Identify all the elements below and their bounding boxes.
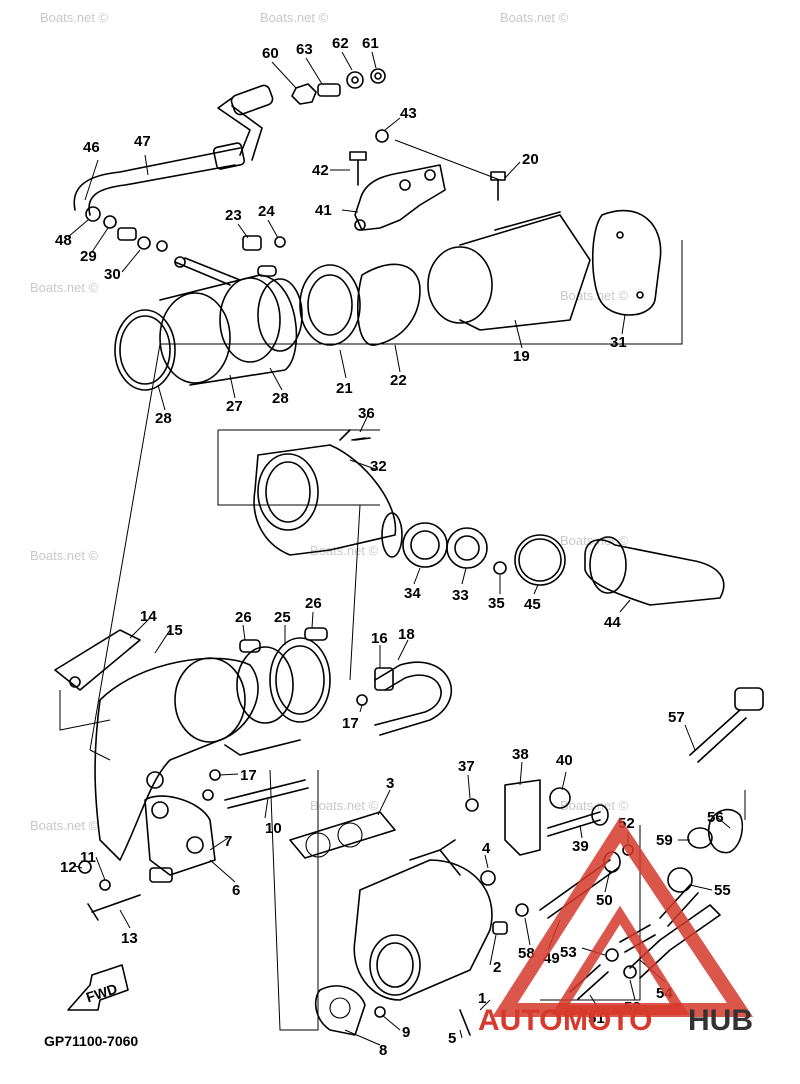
fwd-label: FWD xyxy=(84,980,119,1005)
callout-57: 57 xyxy=(668,709,685,726)
callout-42: 42 xyxy=(312,162,329,179)
callout-17: 17 xyxy=(342,715,359,732)
watermark: Boats.net © xyxy=(40,10,109,25)
callout-28b: 28 xyxy=(155,410,172,427)
callout-29: 29 xyxy=(80,248,97,265)
callout-34: 34 xyxy=(404,585,421,602)
top-fittings xyxy=(291,68,506,231)
callout-24: 24 xyxy=(258,203,275,220)
callout-28: 28 xyxy=(272,390,289,407)
callout-36: 36 xyxy=(358,405,375,422)
callout-63: 63 xyxy=(296,41,313,58)
callout-13: 13 xyxy=(121,930,138,947)
callout-15: 15 xyxy=(166,622,183,639)
callout-32: 32 xyxy=(370,458,387,475)
part-code: GP71100-7060 xyxy=(44,1033,138,1049)
callout-48: 48 xyxy=(55,232,72,249)
callout-46: 46 xyxy=(83,139,100,156)
callouts: 1 2 3 4 5 6 7 8 9 10 11 12 13 14 15 16 1… xyxy=(55,35,731,1059)
callout-2: 2 xyxy=(493,959,501,976)
water-hose-assembly xyxy=(73,84,274,252)
callout-17b: 17 xyxy=(240,767,257,784)
callout-21: 21 xyxy=(336,380,353,397)
watermark: Boats.net © xyxy=(30,280,99,295)
brand-logo: AUTO MOTO HUB xyxy=(478,817,754,1037)
exhaust-elbow-assembly xyxy=(253,429,725,606)
callout-22: 22 xyxy=(390,372,407,389)
watermark: Boats.net © xyxy=(260,10,329,25)
callout-38: 38 xyxy=(512,746,529,763)
callout-37: 37 xyxy=(458,758,475,775)
brand-text-auto: AUTO xyxy=(478,1004,562,1037)
callout-60: 60 xyxy=(262,45,279,62)
callout-14: 14 xyxy=(140,608,157,625)
callout-20: 20 xyxy=(522,151,539,168)
callout-41: 41 xyxy=(315,202,332,219)
brand-text-moto: MOTO xyxy=(563,1004,652,1037)
callout-35: 35 xyxy=(488,595,505,612)
callout-leaders xyxy=(67,51,731,1046)
callout-55: 55 xyxy=(714,882,731,899)
callout-45: 45 xyxy=(524,596,541,613)
watermark: Boats.net © xyxy=(310,543,379,558)
callout-62: 62 xyxy=(332,35,349,52)
callout-59: 59 xyxy=(656,832,673,849)
watermarks: Boats.net © Boats.net © Boats.net © Boat… xyxy=(30,10,629,833)
watermark: Boats.net © xyxy=(310,798,379,813)
callout-16: 16 xyxy=(371,630,388,647)
callout-33: 33 xyxy=(452,587,469,604)
callout-31: 31 xyxy=(610,334,627,351)
callout-8: 8 xyxy=(379,1042,387,1059)
callout-23: 23 xyxy=(225,207,242,224)
exhaust-chamber-upper xyxy=(114,209,662,391)
callout-30: 30 xyxy=(104,266,121,283)
callout-10: 10 xyxy=(265,820,282,837)
callout-4: 4 xyxy=(482,840,491,857)
callout-26: 26 xyxy=(235,609,252,626)
callout-5: 5 xyxy=(448,1030,456,1047)
callout-44: 44 xyxy=(604,614,621,631)
callout-11: 11 xyxy=(80,849,96,866)
callout-43: 43 xyxy=(400,105,417,122)
callout-47: 47 xyxy=(134,133,151,150)
brand-text-hub: HUB xyxy=(688,1004,753,1037)
watermark: Boats.net © xyxy=(560,798,629,813)
callout-18: 18 xyxy=(398,626,415,643)
callout-50: 50 xyxy=(596,892,613,909)
watermark: Boats.net © xyxy=(500,10,569,25)
callout-9: 9 xyxy=(402,1024,410,1041)
brand-triangle-inner-icon xyxy=(550,905,690,1015)
callout-27: 27 xyxy=(226,398,243,415)
callout-12: 12 xyxy=(60,859,77,876)
callout-6: 6 xyxy=(232,882,240,899)
watermark: Boats.net © xyxy=(30,548,99,563)
callout-56: 56 xyxy=(707,809,724,826)
callout-1: 1 xyxy=(478,990,486,1007)
callout-19: 19 xyxy=(513,348,530,365)
callout-40: 40 xyxy=(556,752,573,769)
callout-61: 61 xyxy=(362,35,379,52)
watermark: Boats.net © xyxy=(560,288,629,303)
assembly-lines xyxy=(59,240,746,1031)
callout-26b: 26 xyxy=(305,595,322,612)
callout-7: 7 xyxy=(224,833,232,850)
fwd-arrow-icon: FWD xyxy=(67,964,129,1011)
callout-25: 25 xyxy=(274,609,291,626)
callout-39: 39 xyxy=(572,838,589,855)
callout-53: 53 xyxy=(560,944,577,961)
watermark: Boats.net © xyxy=(30,818,99,833)
callout-3: 3 xyxy=(386,775,394,792)
